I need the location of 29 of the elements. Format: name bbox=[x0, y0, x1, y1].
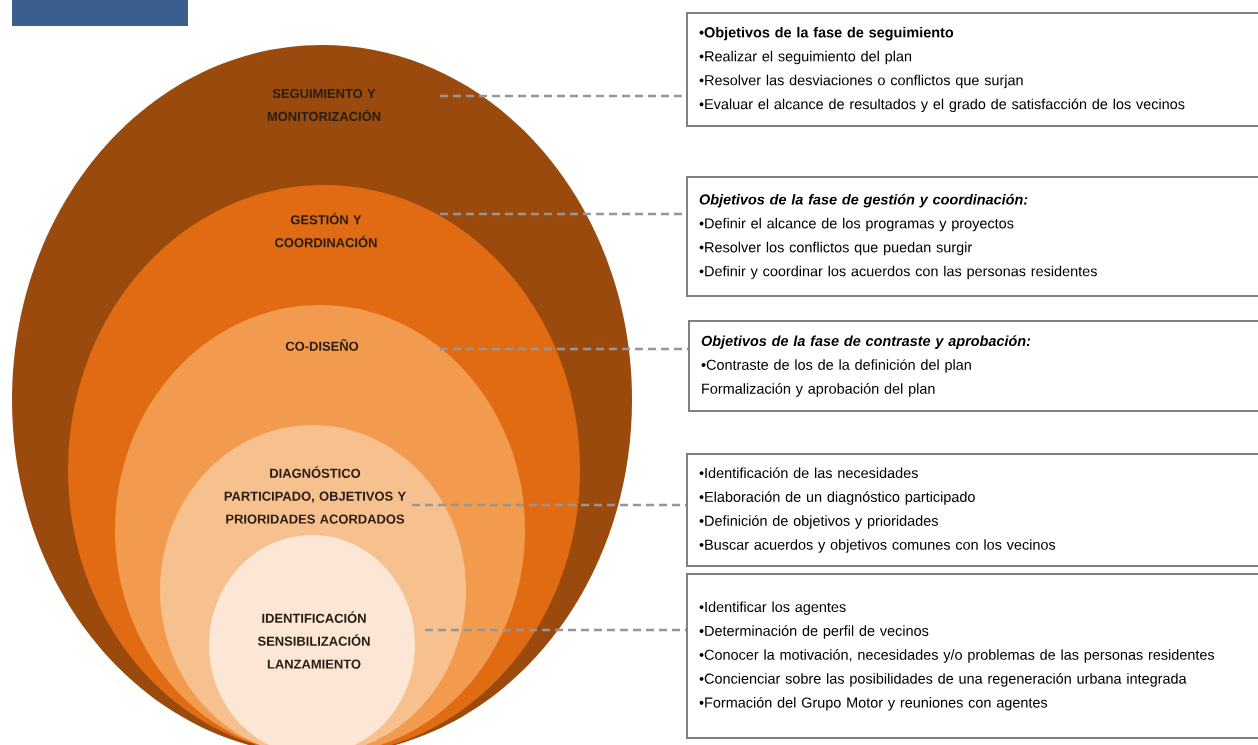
list-item: Formalización y aprobación del plan bbox=[702, 383, 935, 397]
list-item: •Resolver los conflictos que puedan surgir bbox=[699, 241, 972, 256]
list-item: •Concienciar sobre las posibilidades de una regeneración urbana integrada bbox=[699, 673, 1187, 687]
list-item: •Formación del Grupo Motor y reuniones con agentes bbox=[699, 696, 1048, 711]
dashed-connector bbox=[440, 347, 688, 351]
list-item: •Buscar acuerdos y objetivos comunes con los vecinos bbox=[699, 539, 1056, 553]
list-item: •Determinación de perfil de vecinos bbox=[699, 625, 929, 639]
text-box bbox=[686, 573, 1258, 739]
list-item: •Definir el alcance de los programas y proyectos bbox=[699, 217, 1014, 232]
ellipse-band: IDENTIFICACIÓN SENSIBILIZACIÓN LANZAMIENTO bbox=[209, 535, 415, 745]
text-box bbox=[688, 320, 1258, 412]
list-item: •Elaboración de un diagnóstico participado bbox=[699, 491, 975, 505]
list-item: Objetivos de la fase de gestión y coordinación: bbox=[699, 193, 1028, 208]
list-item: •Definir y coordinar los acuerdos con las personas residentes bbox=[699, 265, 1097, 280]
text-box bbox=[686, 12, 1258, 127]
list-item: •Evaluar el alcance de resultados y el grado de satisfacción de los vecinos bbox=[699, 98, 1185, 113]
dashed-connector bbox=[425, 628, 686, 632]
list-item: •Contraste de los de la definición del plan bbox=[701, 359, 971, 373]
list-item: •Definición de objetivos y prioridades bbox=[699, 515, 938, 529]
text-box bbox=[686, 176, 1258, 297]
list-item: •Identificación de las necesidades bbox=[699, 467, 918, 479]
list-item: •Resolver las desviaciones o conflictos que surjan bbox=[699, 74, 1023, 89]
text-box bbox=[686, 453, 1258, 567]
list-item: •Conocer la motivación, necesidades y/o problemas de las personas residentes bbox=[699, 649, 1215, 663]
dashed-connector bbox=[412, 503, 686, 507]
list-item: Objetivos de la fase de contraste y aprobación: bbox=[701, 335, 1031, 349]
list-item: •Realizar el seguimiento del plan bbox=[699, 50, 912, 65]
list-item: •Objetivos de la fase de seguimiento bbox=[699, 26, 954, 41]
list-item: •Identificar los agentes bbox=[699, 601, 846, 615]
